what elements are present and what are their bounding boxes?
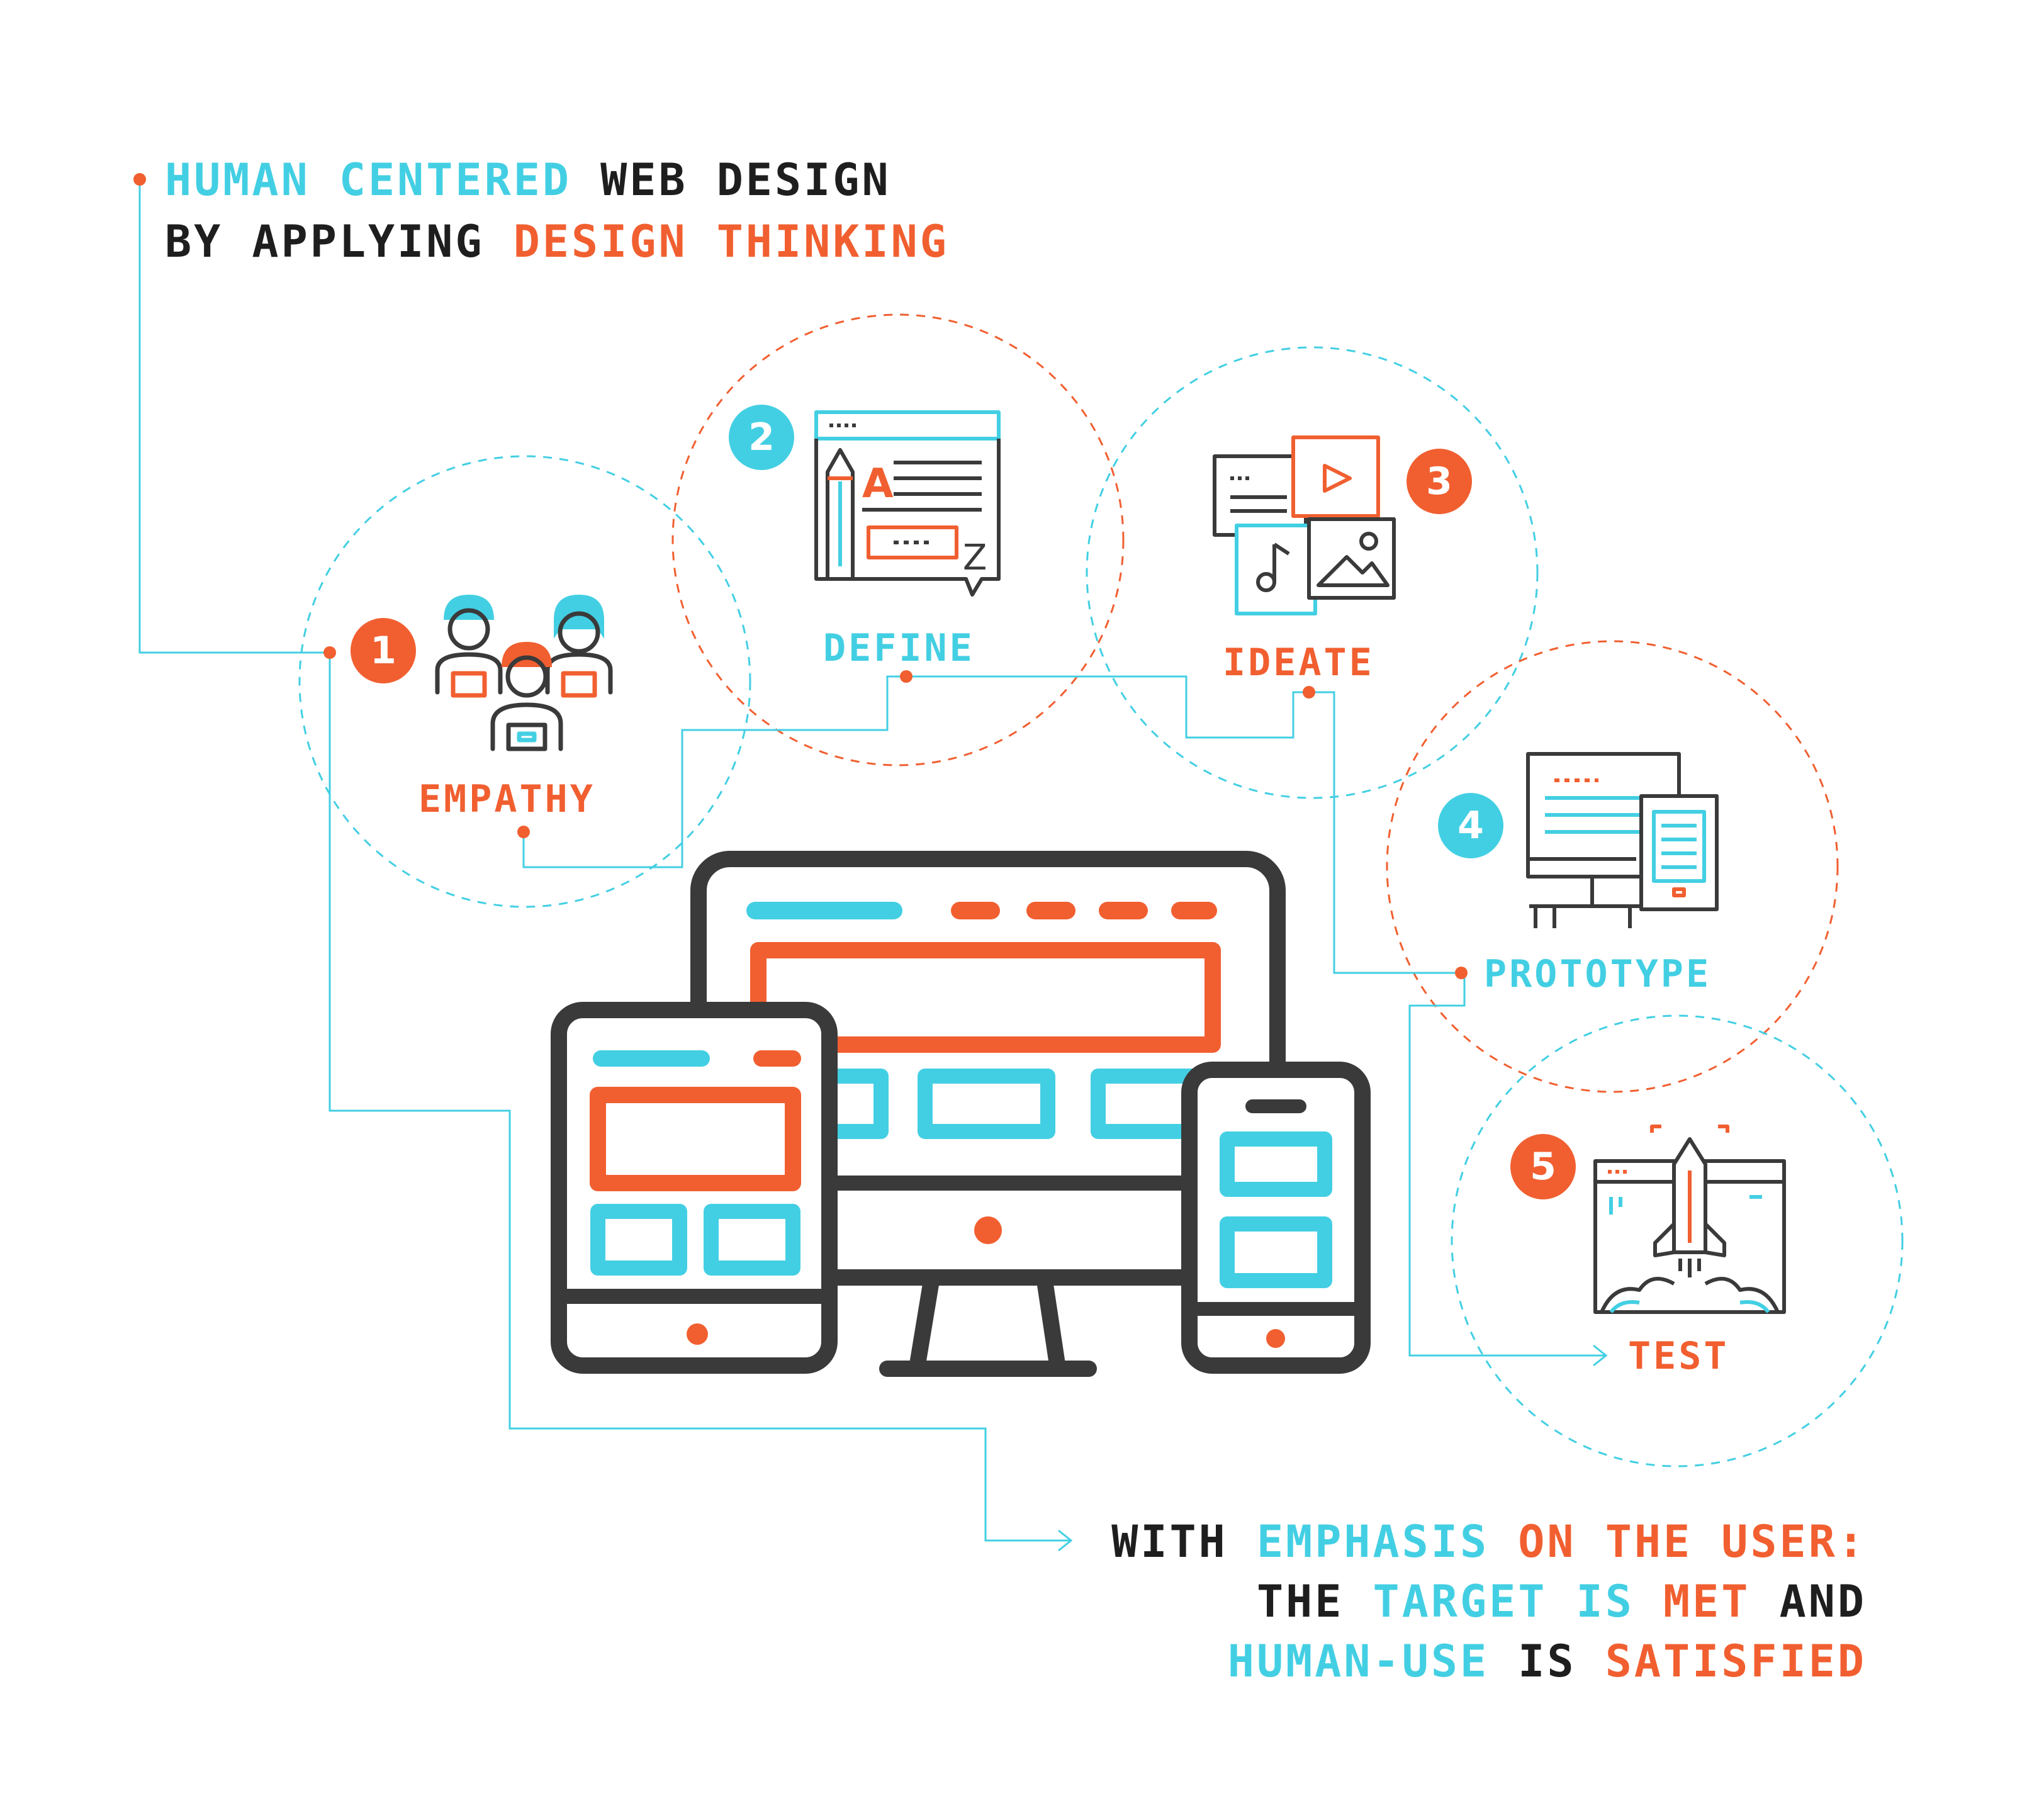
step-4-badge: 4 bbox=[1438, 793, 1503, 858]
header-to-empathy-line bbox=[138, 179, 330, 654]
rocket-launch-icon bbox=[1593, 1125, 1786, 1314]
step-1-label: EMPATHY bbox=[418, 777, 595, 821]
ideate-circle bbox=[1086, 346, 1539, 799]
responsive-devices-icon bbox=[551, 851, 1371, 1377]
headline-segment: ON THE USER: bbox=[1489, 1516, 1867, 1568]
prototype-dot bbox=[1455, 967, 1468, 979]
headline-segment: MET bbox=[1634, 1576, 1751, 1627]
step-2-badge: 2 bbox=[729, 405, 794, 470]
header-line-1: HUMAN CENTERED WEB DESIGN bbox=[165, 149, 891, 211]
test-arrow bbox=[1593, 1344, 1608, 1367]
step-2-label: DEFINE bbox=[823, 626, 975, 670]
tablet-illustration bbox=[551, 1002, 838, 1374]
step-5-badge: 5 bbox=[1510, 1134, 1576, 1199]
define-to-ideate-line bbox=[906, 675, 1309, 739]
headline-segment: HUMAN-USE bbox=[1227, 1636, 1490, 1687]
users-icon bbox=[435, 595, 613, 751]
headline-segment: TARGET IS bbox=[1373, 1576, 1634, 1627]
headline-segment: WITH bbox=[1111, 1516, 1257, 1568]
step-3-label: IDEATE bbox=[1223, 641, 1374, 685]
footer-arrow bbox=[1058, 1529, 1073, 1552]
test-circle bbox=[1451, 1014, 1904, 1468]
footer-line-1: WITH EMPHASIS ON THE USER: bbox=[1111, 1510, 1867, 1573]
headline-segment: HUMAN CENTERED bbox=[165, 154, 572, 206]
ideate-to-prototype-line bbox=[1309, 691, 1461, 974]
step-5-label: TEST bbox=[1628, 1334, 1729, 1378]
phone-illustration bbox=[1181, 1062, 1371, 1374]
step-4-label: PROTOTYPE bbox=[1484, 952, 1712, 996]
define-dot bbox=[900, 670, 912, 683]
empathy-to-footer-line bbox=[328, 653, 1070, 1542]
footer-line-2: THE TARGET IS MET AND bbox=[1257, 1570, 1867, 1633]
empathy-out-dot bbox=[517, 826, 530, 838]
browser-document-icon: A Z bbox=[814, 410, 1001, 597]
header-line-2: BY APPLYING DESIGN THINKING bbox=[165, 210, 949, 273]
headline-segment: DESIGN THINKING bbox=[513, 216, 949, 267]
headline-segment: THE bbox=[1256, 1576, 1373, 1627]
headline-segment: BY APPLYING bbox=[165, 216, 514, 267]
prototype-circle bbox=[1386, 640, 1839, 1093]
footer-line-3: HUMAN-USE IS SATISFIED bbox=[1228, 1630, 1867, 1693]
empathy-to-define-line bbox=[522, 675, 906, 868]
media-collage-icon bbox=[1213, 435, 1396, 615]
ideate-dot bbox=[1303, 686, 1315, 699]
connector-dots bbox=[133, 173, 1468, 979]
step-circles bbox=[298, 313, 1904, 1468]
header-dot bbox=[133, 173, 146, 186]
headline-segment: EMPHASIS bbox=[1256, 1516, 1490, 1568]
svg-text:A: A bbox=[862, 461, 894, 507]
connector-lines bbox=[138, 179, 1608, 1552]
define-circle bbox=[671, 313, 1125, 766]
step-3-badge: 3 bbox=[1407, 449, 1472, 514]
headline-segment: WEB DESIGN bbox=[571, 154, 891, 206]
empathy-circle bbox=[298, 455, 751, 908]
headline-segment: AND bbox=[1750, 1576, 1867, 1627]
devices-icon bbox=[1526, 752, 1719, 928]
headline-segment: IS bbox=[1489, 1636, 1605, 1687]
headline-segment: SATISFIED bbox=[1605, 1636, 1867, 1687]
step-1-badge: 1 bbox=[351, 618, 416, 683]
svg-text:Z: Z bbox=[963, 537, 987, 578]
empathy-in-dot bbox=[323, 646, 336, 659]
